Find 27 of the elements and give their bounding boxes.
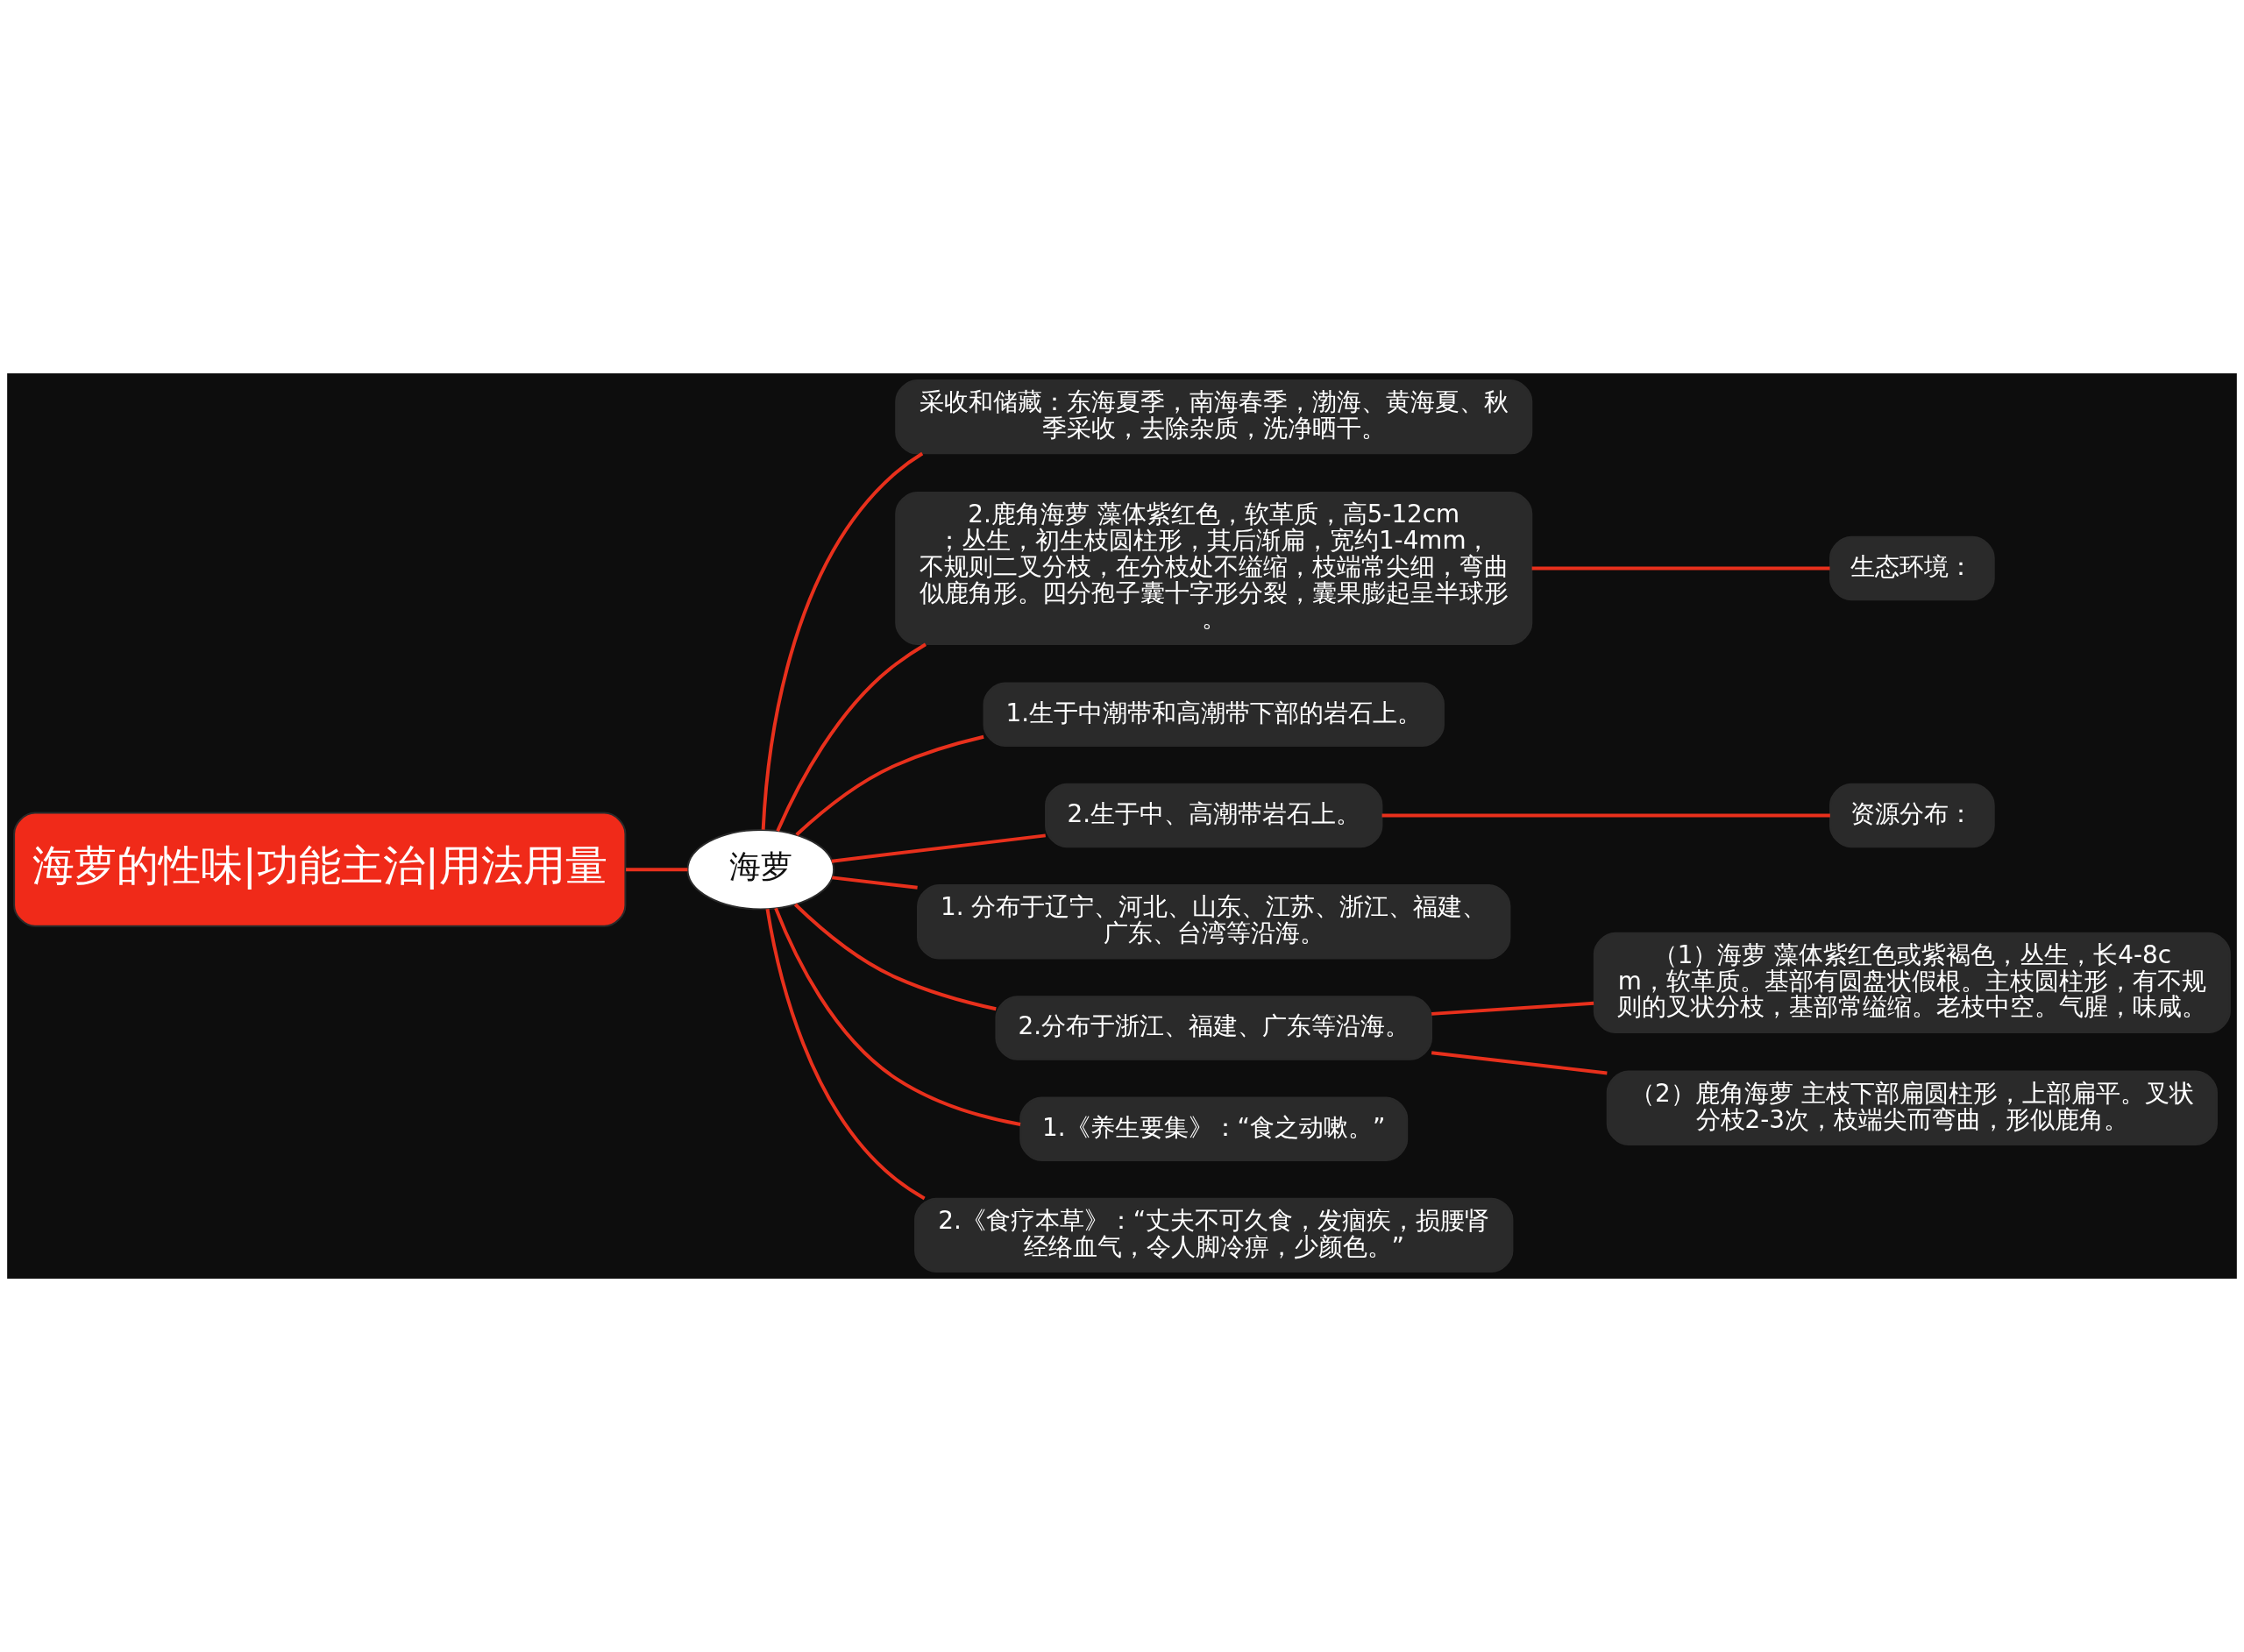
node-box: 2.鹿角海萝 藻体紫红色，软革质，高5-12cm；丛生，初生枝圆柱形，其后渐扁，宽约1-4mm，不规则二叉分枝，在分枝处不缢缩，枝端常尖细，弯曲似鹿角形。四分孢子囊十字形分裂，囊果膨起呈半球形。	[895, 492, 1533, 645]
node-box: 海萝的性味|功能主治|用法用量	[13, 812, 627, 927]
node-box: 1.生于中潮带和高潮带下部的岩石上。	[983, 682, 1445, 748]
connector	[1431, 1001, 1594, 1016]
node-box: 2.生于中、高潮带岩石上。	[1045, 783, 1383, 848]
connector	[761, 451, 924, 830]
connector	[1381, 813, 1830, 818]
node-box: 1. 分布于辽宁、河北、山东、江苏、浙江、福建、广东、台湾等沿海。	[917, 884, 1511, 960]
connector	[765, 908, 926, 1201]
node-box: 2.分布于浙江、福建、广东等沿海。	[995, 996, 1433, 1060]
connector	[831, 833, 1046, 863]
connector	[626, 868, 688, 872]
node-box: 1.《养生要集》：“食之动嗽。”	[1019, 1096, 1409, 1161]
node-box: （1）海萝 藻体紫红色或紫褐色，丛生，长4-8cm，软革质。基部有圆盘状假根。主枝圆柱形，有不规则的叉状分枝，基部常缢缩。老枝中空。气腥，味咸。	[1593, 932, 2231, 1033]
connector	[832, 876, 918, 890]
connector	[793, 903, 997, 1011]
connector	[1531, 566, 1830, 571]
connector	[776, 642, 927, 833]
connector	[1431, 1051, 1608, 1075]
node-ellipse: 海萝	[686, 828, 835, 911]
connector	[795, 734, 984, 836]
node-box: （2）鹿角海萝 主枝下部扁圆柱形，上部扁平。叉状分枝2-3次，枝端尖而弯曲，形似鹿角。	[1606, 1070, 2218, 1146]
node-box: 采收和储藏：东海夏季，南海春季，渤海、黄海夏、秋季采收，去除杂质，洗净晒干。	[895, 379, 1533, 455]
node-box: 资源分布：	[1829, 783, 1995, 848]
node-box: 2.《食疗本草》：“丈夫不可久食，发痼疾，损腰肾经络血气，令人脚冷痹，少颜色。”	[914, 1197, 1514, 1273]
connector	[774, 907, 1021, 1126]
node-box: 生态环境：	[1829, 535, 1995, 601]
